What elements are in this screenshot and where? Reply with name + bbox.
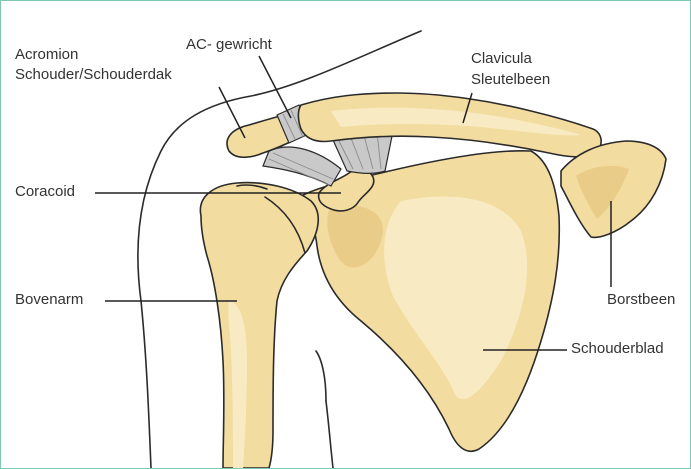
humerus-shape bbox=[200, 183, 318, 468]
label-acromion-line2: Schouder/Schouderdak bbox=[15, 65, 172, 85]
label-coracoid: Coracoid bbox=[15, 182, 75, 202]
label-acromion-line1: Acromion bbox=[15, 45, 78, 65]
label-clavicula-line1: Clavicula bbox=[471, 49, 532, 69]
label-bovenarm: Bovenarm bbox=[15, 290, 83, 310]
label-schouderblad: Schouderblad bbox=[571, 339, 664, 359]
leader-acromion bbox=[219, 87, 245, 138]
label-borstbeen: Borstbeen bbox=[607, 290, 675, 310]
label-clavicula-line2: Sleutelbeen bbox=[471, 70, 550, 90]
arm-inner-contour bbox=[326, 401, 333, 468]
armpit-contour bbox=[316, 351, 326, 401]
label-ac-joint: AC- gewricht bbox=[186, 35, 272, 55]
coracoacromial-ligament bbox=[263, 147, 341, 186]
